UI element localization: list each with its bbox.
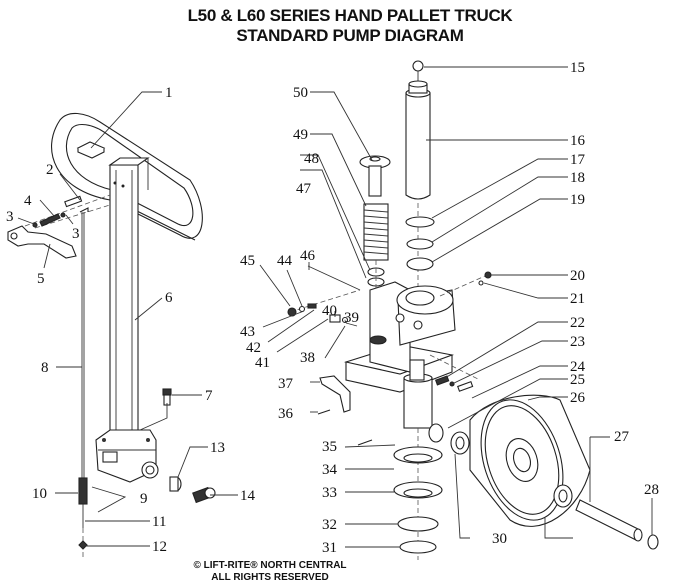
- callout-50: 50: [293, 85, 308, 101]
- callout-23: 23: [570, 334, 585, 350]
- lever-spring: [24, 194, 111, 229]
- rights-reserved-line: ALL RIGHTS RESERVED: [211, 572, 329, 583]
- pump-piston: [359, 155, 391, 197]
- callout-26: 26: [570, 390, 586, 406]
- callout-48: 48: [304, 151, 319, 167]
- cap-screw: [162, 388, 172, 406]
- handle-tube: [108, 157, 150, 436]
- callout-35: 35: [322, 439, 337, 455]
- pump-body: [343, 281, 456, 393]
- callout-13: 13: [210, 440, 225, 456]
- callout-18: 18: [570, 170, 585, 186]
- callout-28: 28: [644, 482, 659, 498]
- callout-43: 43: [240, 324, 255, 340]
- callout-24: 24: [570, 359, 586, 375]
- handle-base-casting: [95, 429, 159, 483]
- callout-15: 15: [570, 60, 585, 76]
- callout-20: 20: [570, 268, 585, 284]
- release-valve-parts: [287, 265, 361, 324]
- copyright-line: © LIFT-RITE® NORTH CENTRAL: [193, 560, 347, 571]
- rod-adjuster: [78, 477, 88, 560]
- callout-3-left: 3: [6, 209, 14, 225]
- wheel-bearings: [428, 423, 573, 508]
- grease-fitting: [192, 486, 216, 504]
- callout-32: 32: [322, 517, 337, 533]
- callout-31: 31: [322, 540, 337, 556]
- callout-49: 49: [293, 127, 308, 143]
- callout-34: 34: [322, 462, 338, 478]
- wheel-axle: [575, 499, 643, 542]
- callout-38: 38: [300, 350, 315, 366]
- callout-44: 44: [277, 253, 293, 269]
- callout-39: 39: [344, 310, 359, 326]
- callout-36: 36: [278, 406, 294, 422]
- callout-12: 12: [152, 539, 167, 555]
- callout-41: 41: [255, 355, 270, 371]
- rod-nut: [78, 540, 88, 550]
- callout-47: 47: [296, 181, 312, 197]
- callout-2: 2: [46, 162, 54, 178]
- callout-46: 46: [300, 248, 316, 264]
- callout-1: 1: [165, 85, 173, 101]
- pump-cylinder-lower: [403, 359, 433, 560]
- release-lever-arm: [319, 375, 351, 413]
- callout-19: 19: [570, 192, 585, 208]
- diagram-title: L50 & L60 SERIES HAND PALLET TRUCK: [187, 6, 513, 25]
- pump-seals-stack: [393, 446, 443, 554]
- callout-16: 16: [570, 133, 586, 149]
- callout-8: 8: [41, 360, 49, 376]
- callout-9: 9: [140, 491, 148, 507]
- foot-release-lever: [7, 225, 77, 259]
- axle-bushing: [169, 476, 182, 492]
- pins: [317, 409, 373, 446]
- bleed-screw-washer: [439, 271, 492, 297]
- ram-seals: [405, 203, 435, 290]
- callout-25: 25: [570, 372, 585, 388]
- callout-21: 21: [570, 291, 585, 307]
- callout-30: 30: [492, 531, 507, 547]
- callout-10: 10: [32, 486, 47, 502]
- load-wheel: [469, 394, 591, 527]
- callout-11: 11: [152, 514, 166, 530]
- callout-7: 7: [205, 388, 213, 404]
- callout-17: 17: [570, 152, 586, 168]
- callout-40: 40: [322, 303, 337, 319]
- control-rod: [79, 207, 89, 500]
- callout-33: 33: [322, 485, 337, 501]
- callout-3-right: 3: [72, 226, 80, 242]
- ram: [405, 80, 431, 200]
- leader-lines: [17, 66, 653, 548]
- callout-42: 42: [246, 340, 261, 356]
- callout-45: 45: [240, 253, 255, 269]
- callout-22: 22: [570, 315, 585, 331]
- callout-37: 37: [278, 376, 294, 392]
- callout-6: 6: [165, 290, 173, 306]
- axle-snap-ring: [647, 534, 659, 550]
- callout-27: 27: [614, 429, 630, 445]
- callout-5: 5: [37, 271, 45, 287]
- callout-14: 14: [240, 488, 256, 504]
- callout-4: 4: [24, 193, 32, 209]
- diagram-subtitle: STANDARD PUMP DIAGRAM: [236, 26, 464, 45]
